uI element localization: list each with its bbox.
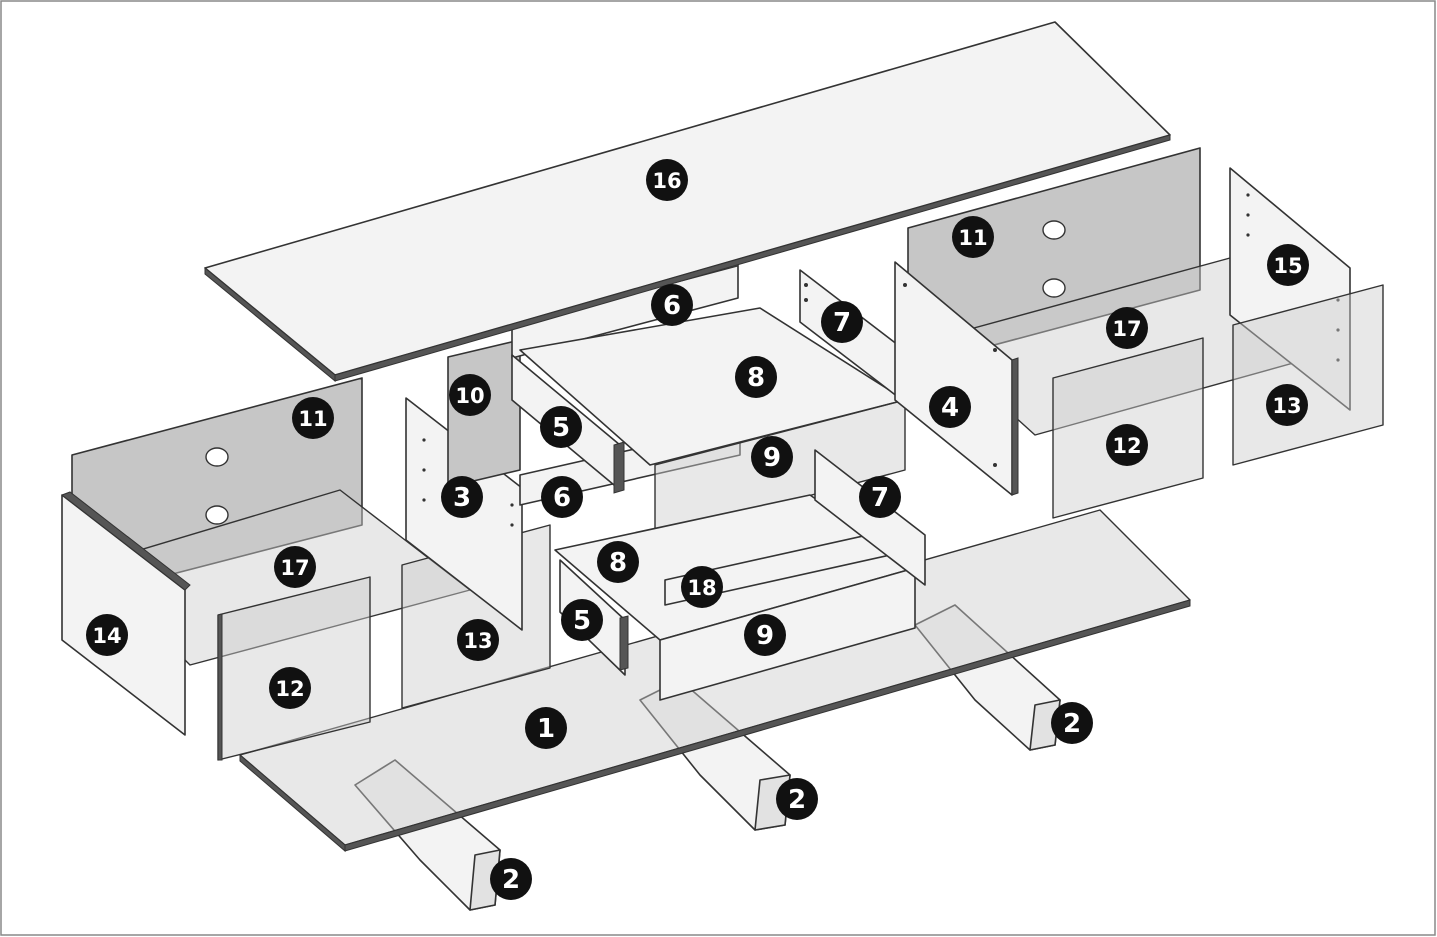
part-badge-4: 4 — [929, 386, 971, 428]
part-badge-circle — [859, 476, 901, 518]
right-side-panel-right — [1229, 167, 1351, 411]
part-badge-circle — [269, 667, 311, 709]
part-badge-11a: 11 — [952, 216, 994, 258]
part-badge-7b: 7 — [859, 476, 901, 518]
leg-front — [354, 759, 501, 911]
part-badge-circle — [1106, 424, 1148, 466]
part-badge-label: 7 — [871, 483, 889, 513]
part-badge-5a: 5 — [540, 406, 582, 448]
part-badge-circle — [1267, 244, 1309, 286]
part-badge-label: 2 — [1063, 709, 1081, 739]
part-badge-label: 11 — [298, 407, 327, 431]
part-badge-circle — [735, 356, 777, 398]
part-badge-circle — [952, 216, 994, 258]
part-badge-circle — [776, 778, 818, 820]
part-badge-label: 13 — [1272, 394, 1301, 418]
part-badge-circle — [646, 159, 688, 201]
part-badge-label: 12 — [275, 677, 304, 701]
part-badge-16: 16 — [646, 159, 688, 201]
part-badge-label: 9 — [763, 443, 781, 473]
part-badge-17b: 17 — [274, 546, 316, 588]
part-badge-circle — [441, 476, 483, 518]
part-badge-label: 9 — [756, 621, 774, 651]
part-badge-9a: 9 — [751, 436, 793, 478]
part-badge-label: 5 — [573, 606, 591, 636]
part-badge-circle — [821, 301, 863, 343]
part-badge-1: 1 — [525, 707, 567, 749]
part-badge-6b: 6 — [541, 476, 583, 518]
part-badge-label: 1 — [537, 714, 555, 744]
part-badge-label: 11 — [958, 226, 987, 250]
part-badge-2b: 2 — [776, 778, 818, 820]
leg-right — [914, 604, 1061, 751]
right-door-outer — [1232, 284, 1384, 466]
part-badge-circle — [292, 397, 334, 439]
part-badge-label: 5 — [552, 413, 570, 443]
part-badge-10: 10 — [449, 374, 491, 416]
part-badge-6a: 6 — [651, 284, 693, 326]
part-badge-label: 6 — [553, 483, 571, 513]
part-badge-circle — [1266, 384, 1308, 426]
part-badge-13a: 13 — [1266, 384, 1308, 426]
part-badge-12b: 12 — [269, 667, 311, 709]
part-badge-7a: 7 — [821, 301, 863, 343]
part-badge-circle — [929, 386, 971, 428]
part-badge-circle — [540, 406, 582, 448]
part-badge-label: 17 — [1112, 317, 1141, 341]
part-badge-circle — [651, 284, 693, 326]
part-badge-circle — [274, 546, 316, 588]
part-badge-5b: 5 — [561, 599, 603, 641]
part-badge-14: 14 — [86, 614, 128, 656]
part-badge-circle — [744, 614, 786, 656]
right-divider-panel — [894, 261, 1019, 496]
part-badge-label: 17 — [280, 556, 309, 580]
part-badge-circle — [1106, 307, 1148, 349]
part-badge-circle — [751, 436, 793, 478]
part-badge-label: 16 — [652, 169, 681, 193]
part-badge-8a: 8 — [735, 356, 777, 398]
part-badge-circle — [1051, 702, 1093, 744]
part-badge-17a: 17 — [1106, 307, 1148, 349]
center-back-panel — [447, 339, 521, 488]
part-badge-circle — [525, 707, 567, 749]
part-badge-12a: 12 — [1106, 424, 1148, 466]
part-badge-label: 2 — [502, 865, 520, 895]
part-badge-label: 14 — [92, 624, 121, 648]
part-badge-label: 3 — [453, 483, 471, 513]
part-badge-label: 8 — [609, 548, 627, 578]
part-badge-circle — [490, 858, 532, 900]
part-badge-label: 4 — [941, 393, 959, 423]
part-badge-15: 15 — [1267, 244, 1309, 286]
part-badge-label: 18 — [687, 576, 716, 600]
part-badge-label: 12 — [1112, 434, 1141, 458]
part-badge-13b: 13 — [457, 619, 499, 661]
part-badge-label: 15 — [1273, 254, 1302, 278]
part-badge-8b: 8 — [597, 541, 639, 583]
part-badge-11b: 11 — [292, 397, 334, 439]
part-badge-2a: 2 — [1051, 702, 1093, 744]
part-badge-circle — [597, 541, 639, 583]
part-badge-label: 13 — [463, 629, 492, 653]
part-badge-label: 8 — [747, 363, 765, 393]
part-badge-circle — [86, 614, 128, 656]
part-badge-label: 6 — [663, 291, 681, 321]
part-badge-circle — [457, 619, 499, 661]
part-badge-circle — [561, 599, 603, 641]
part-badge-2c: 2 — [490, 858, 532, 900]
top-panel — [204, 21, 1171, 383]
part-badge-label: 2 — [788, 785, 806, 815]
part-badge-18: 18 — [681, 566, 723, 608]
part-badge-3: 3 — [441, 476, 483, 518]
left-side-panel — [60, 491, 191, 736]
part-badge-label: 7 — [833, 308, 851, 338]
part-badge-circle — [681, 566, 723, 608]
part-badge-label: 10 — [455, 384, 484, 408]
part-badge-circle — [541, 476, 583, 518]
part-badge-9b: 9 — [744, 614, 786, 656]
part-badge-circle — [449, 374, 491, 416]
